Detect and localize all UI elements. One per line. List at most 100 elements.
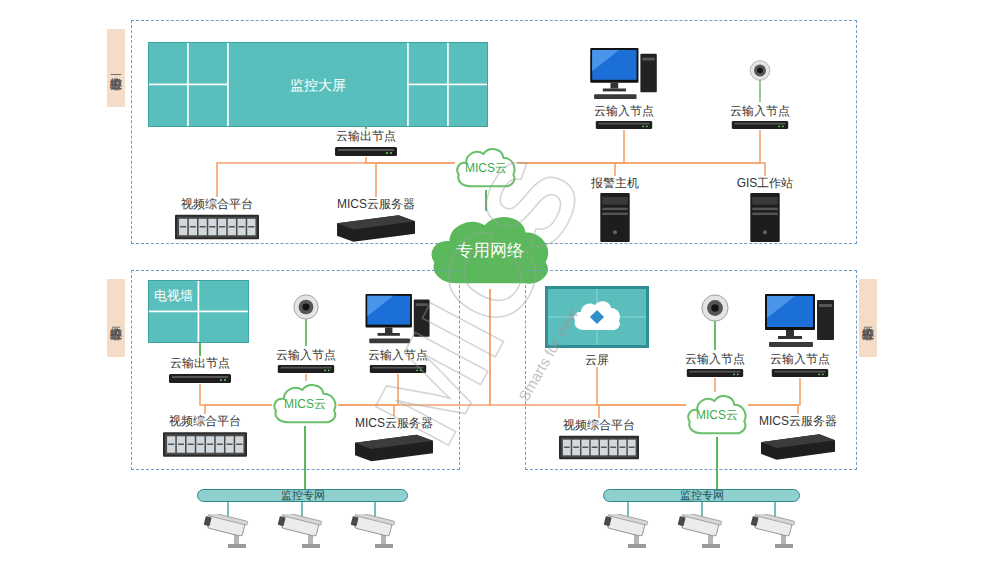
input-node-camera: 云输入节点 — [728, 60, 792, 130]
drive-slot — [180, 226, 186, 228]
drive-slot — [248, 226, 254, 228]
drive-bay — [177, 436, 185, 452]
device-strip — [172, 376, 228, 378]
device-led — [324, 369, 326, 371]
drive-slot — [227, 443, 233, 445]
drive-slot — [188, 443, 194, 445]
node-label: MICS云 — [465, 161, 507, 175]
cloud-server: MICS云服务器 — [334, 197, 418, 242]
rack-server: 视频综合平台 — [160, 414, 250, 458]
pc-tower — [640, 54, 656, 93]
input-node-pc: 云输入节点 — [362, 294, 434, 374]
screen-panel — [199, 280, 250, 312]
bullet-camera — [750, 511, 795, 548]
cam-icon — [683, 294, 747, 350]
webcam-lens — [757, 68, 763, 74]
drive-slot — [619, 447, 625, 448]
device-body — [687, 369, 743, 377]
device-led — [646, 125, 648, 127]
device-body — [370, 365, 426, 373]
input-node-pc: 云输入节点 — [580, 48, 668, 130]
webcam-shell — [750, 61, 770, 81]
rack-frame — [559, 436, 639, 459]
drive-bay — [628, 440, 636, 456]
drive-bay — [199, 219, 207, 235]
drive-slot — [197, 443, 203, 445]
cam-icon — [274, 294, 338, 346]
tower-bay — [752, 208, 777, 210]
drive-bay — [208, 219, 216, 235]
cloud-outline — [433, 218, 548, 283]
node-label: 视频综合平台 — [169, 414, 241, 428]
mics-cloud: MICS云 — [686, 392, 748, 437]
cscreen-icon — [545, 285, 649, 349]
tower-server: 报警主机 — [585, 176, 645, 242]
node-label: MICS云服务器 — [355, 416, 433, 430]
monitor-base — [603, 89, 626, 92]
drive-slot — [219, 226, 225, 228]
network-link — [338, 374, 398, 405]
drive-slot — [564, 447, 570, 448]
bullet-camera — [603, 511, 648, 548]
webcam-ring — [754, 65, 766, 77]
device-icon — [368, 364, 428, 374]
device-icon — [169, 373, 231, 384]
drive-slot — [239, 226, 245, 228]
drive-bay — [179, 219, 187, 235]
screen-shine — [767, 296, 795, 318]
camera-cable — [714, 320, 716, 350]
watermark: MICS — [347, 135, 610, 465]
tower-bay — [602, 213, 627, 215]
network-link — [200, 384, 272, 405]
tower-bay — [752, 213, 777, 215]
network-link — [597, 367, 686, 405]
device-strip — [373, 367, 424, 369]
drive-slot — [168, 443, 174, 445]
drive-slot — [207, 443, 213, 445]
keyboard — [594, 94, 636, 99]
network-link — [716, 437, 718, 489]
drive-bay — [591, 440, 599, 456]
network-link — [376, 163, 455, 197]
tower-button — [613, 230, 617, 234]
flat-icon — [355, 434, 433, 462]
node-label: 视频综合平台 — [563, 418, 635, 432]
node-label: 报警主机 — [591, 176, 639, 190]
tower-body — [600, 193, 629, 242]
pc-drive — [642, 58, 655, 61]
rack-face — [561, 438, 637, 458]
node-label: 云输入节点 — [368, 348, 428, 362]
node-label: 监控大屏 — [290, 77, 346, 93]
webcam-ring — [299, 300, 314, 315]
screen-frame — [545, 286, 649, 348]
network-link — [217, 163, 455, 197]
node-label: 视频综合平台 — [181, 197, 253, 211]
device-icon — [685, 368, 745, 378]
drive-slot — [209, 226, 215, 228]
drive-bay — [572, 440, 580, 456]
node-label: MICS云 — [284, 397, 326, 411]
screen-panel — [548, 289, 646, 345]
node-label: 监控专网 — [680, 489, 724, 502]
node-label: 专用网络 — [456, 241, 524, 260]
device-body — [335, 147, 397, 156]
network-link — [517, 130, 760, 163]
monitor-stand — [385, 327, 392, 333]
camera-cable — [759, 80, 760, 102]
device-body — [278, 365, 334, 373]
device-icon — [276, 364, 336, 374]
device-icon — [770, 368, 830, 378]
rack-icon — [175, 214, 259, 240]
node-label: 云输入节点 — [730, 104, 790, 118]
cloud-screen: 云屏 — [545, 285, 649, 367]
device-strip — [690, 371, 741, 373]
monitor-stand — [611, 83, 619, 89]
webcam-shell — [294, 295, 318, 319]
input-node-pc: 云输入节点 — [764, 294, 836, 378]
screen-panel — [188, 42, 228, 85]
mics-cloud: MICS云 — [272, 381, 338, 426]
drive-bay — [237, 219, 245, 235]
network-link — [485, 190, 487, 211]
output-node: 云输出节点 — [333, 129, 399, 157]
screen-panel — [148, 312, 199, 344]
